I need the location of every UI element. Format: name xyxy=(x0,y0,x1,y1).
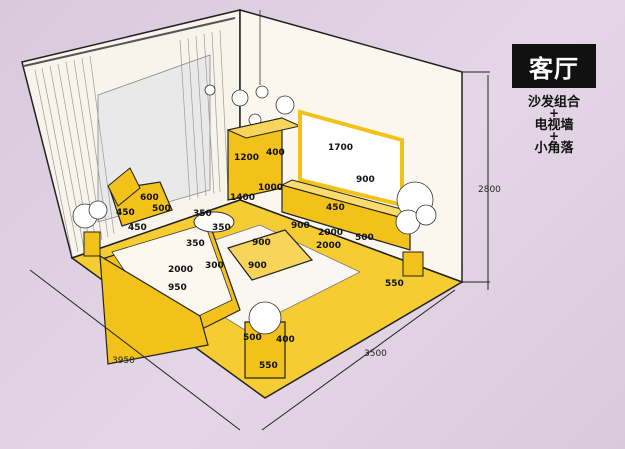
round-table xyxy=(193,211,235,233)
left-plant xyxy=(72,200,108,257)
room-width-label: 3500 xyxy=(364,349,387,359)
subtitle-sofa: 沙发组合 xyxy=(527,95,580,110)
pendant-lamp xyxy=(204,10,295,127)
subtitle-corner: 小角落 xyxy=(534,141,574,156)
room-subtitle: 沙发组合 + 电视墙 + 小角落 xyxy=(508,96,600,155)
tv-console-depth-label: 450 xyxy=(326,203,345,213)
room-height-label: 2800 xyxy=(478,185,501,195)
stool-depth-label: 400 xyxy=(276,335,295,345)
tv-console-height-label: 500 xyxy=(355,233,374,243)
coffee-table-label: 900 xyxy=(252,238,271,248)
stool-plant xyxy=(248,301,282,335)
cabinet-a-label: 1200 xyxy=(234,153,259,163)
walkway-label: 900 xyxy=(291,221,310,231)
stool-height-label: 550 xyxy=(259,361,278,371)
tv-console-width-label: 2000 xyxy=(318,228,343,238)
armchair-a-label: 600 xyxy=(140,193,159,203)
tv-width-label: 1700 xyxy=(328,143,353,153)
room-depth-label: 3950 xyxy=(112,356,135,366)
subtitle-plus-2: + xyxy=(548,129,560,143)
round-table-2-label: 350 xyxy=(212,223,231,233)
armchair-d-label: 450 xyxy=(128,223,147,233)
round-table-label: 350 xyxy=(193,209,212,219)
armchair-b-label: 500 xyxy=(152,204,171,214)
table-spacing-label: 350 xyxy=(186,239,205,249)
cabinet-b-label: 400 xyxy=(266,148,285,158)
armchair-c-label: 450 xyxy=(116,208,135,218)
tv-height-label: 900 xyxy=(356,175,375,185)
corner-plant xyxy=(395,181,437,277)
coffee-table-2-label: 900 xyxy=(248,261,267,271)
room-title: 客厅 xyxy=(512,44,596,88)
sofa-length-label: 2000 xyxy=(168,265,193,275)
curtain-rod xyxy=(23,17,236,67)
front-gap-label: 550 xyxy=(385,279,404,289)
sofa-depth-label: 950 xyxy=(168,283,187,293)
dimension-lines xyxy=(29,71,490,431)
armchair-back xyxy=(107,167,141,207)
subtitle-plus-1: + xyxy=(548,106,560,120)
console-gap-label: 2000 xyxy=(316,241,341,251)
table-gap-label: 300 xyxy=(205,261,224,271)
cabinet-c-label: 1000 xyxy=(258,183,283,193)
subtitle-tv-wall: 电视墙 xyxy=(534,118,574,133)
coffee-table xyxy=(227,229,314,281)
curtain-right xyxy=(179,29,229,201)
stool-width-label: 500 xyxy=(243,333,262,343)
side-a-label: 1400 xyxy=(230,193,255,203)
